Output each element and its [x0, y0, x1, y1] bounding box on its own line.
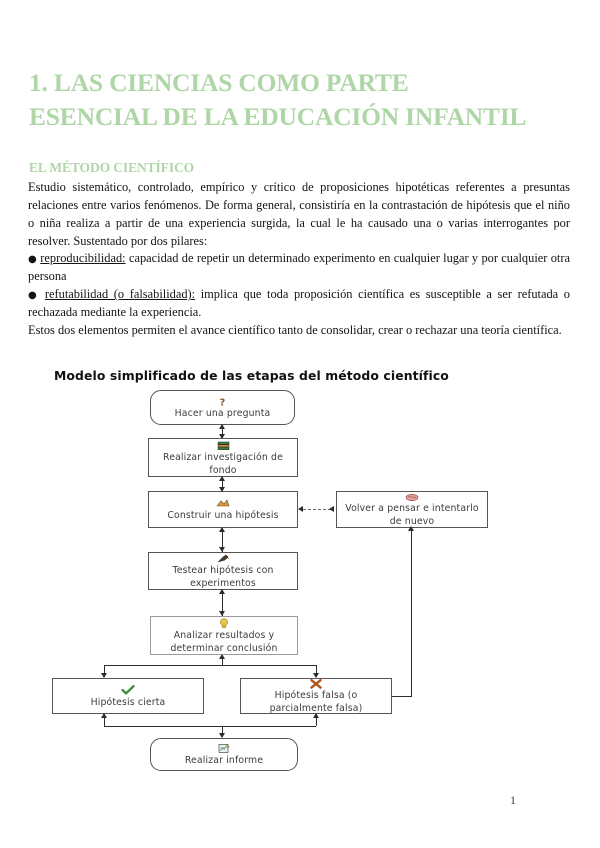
flow-node-label: Hipótesis falsa (o parcialmente falsa) — [269, 690, 363, 714]
connector-research-hypothesis — [222, 477, 223, 491]
arrow-down-report — [219, 733, 225, 738]
arrow-down-research — [219, 434, 225, 439]
connector-split-horizontal — [104, 665, 316, 666]
arrow-down-true — [101, 673, 107, 678]
connector-true-down — [104, 714, 105, 726]
flow-node-label: Hipótesis cierta — [90, 696, 166, 708]
arrow-up-analyze — [219, 654, 225, 659]
figure-title: Modelo simplificado de las etapas del mé… — [54, 368, 449, 383]
flow-node-label: Analizar resultados y determinar conclus… — [170, 630, 278, 654]
arrow-up-hypothesis — [219, 527, 225, 532]
connector-merge-horizontal — [104, 726, 316, 727]
flow-node-label: Testear hipótesis con experimentos — [172, 565, 274, 589]
connector-rethink-hypothesis — [303, 509, 331, 510]
connector-false-down — [316, 714, 317, 726]
arrow-up-false — [313, 713, 319, 718]
connector-to-false — [316, 665, 317, 677]
connector-false-loop-h — [392, 696, 411, 697]
books-icon — [217, 440, 230, 451]
connector-merge-to-report — [222, 726, 223, 737]
connector-hypothesis-test — [222, 528, 223, 552]
bullet-refutabilidad: ● refutabilidad (o falsabilidad): implic… — [28, 286, 570, 322]
flow-node-label: Realizar investigación de fondo — [163, 452, 283, 476]
page-title-line-2: ESENCIAL DE LA EDUCACIÓN INFANTIL — [29, 101, 527, 131]
bullet-marker-icon: ● — [28, 254, 37, 266]
arrow-down-test — [219, 547, 225, 552]
bullet-text-refutabilidad: implica que toda proposición científica … — [28, 287, 570, 320]
connector-test-analyze — [222, 590, 223, 616]
arrow-down-hypothesis — [219, 487, 225, 492]
flow-node-hacer-una-pregunta: ? Hacer una pregunta — [150, 390, 295, 425]
arrow-up-rethink — [408, 526, 414, 531]
connector-to-true — [104, 665, 105, 677]
paragraph-conclusion: Estos dos elementos permiten el avance c… — [28, 322, 562, 337]
flow-node-construir-hipotesis: Construir una hipótesis — [148, 491, 298, 528]
bullet-text-reproducibilidad: capacidad de repetir un determinado expe… — [28, 251, 570, 284]
report-document-icon — [218, 743, 231, 754]
experiment-icon — [216, 554, 230, 564]
flowchart: ? Hacer una pregunta Realizar inve — [28, 388, 572, 771]
paragraph-definition: Estudio sistemático, controlado, empíric… — [28, 180, 570, 248]
question-mark-icon: ? — [217, 396, 228, 408]
flow-node-realizar-investigacion: Realizar investigación de fondo — [148, 438, 298, 477]
arrow-up-true — [101, 713, 107, 718]
page-title: 1. LAS CIENCIAS COMO PARTE ESENCIAL DE L… — [29, 66, 549, 133]
flow-node-label: Realizar informe — [184, 755, 264, 767]
connector-false-loop-v — [411, 530, 412, 697]
flow-node-label: Construir una hipótesis — [167, 510, 279, 522]
bullet-reproducibilidad: ● reproducibilidad: capacidad de repetir… — [28, 250, 570, 286]
arrow-down-analyze — [219, 611, 225, 616]
hypothesis-icon — [216, 498, 230, 509]
scientific-method-figure: Modelo simplificado de las etapas del mé… — [28, 360, 572, 771]
arrow-down-false — [313, 673, 319, 678]
body-text: Estudio sistemático, controlado, empíric… — [28, 179, 570, 340]
flow-node-volver-a-pensar: Volver a pensar e intentarlo de nuevo — [336, 491, 488, 528]
bullet-term-suffix: : — [122, 251, 126, 266]
cross-mark-icon — [310, 679, 322, 690]
flow-node-analizar-resultados: Analizar resultados y determinar conclus… — [150, 616, 298, 655]
flow-node-realizar-informe: Realizar informe — [150, 738, 298, 771]
arrow-up-ask — [219, 424, 225, 429]
flow-node-hipotesis-cierta: Hipótesis cierta — [52, 678, 204, 714]
flow-node-label: Volver a pensar e intentarlo de nuevo — [345, 503, 479, 527]
svg-text:?: ? — [220, 398, 226, 408]
arrow-up-research — [219, 476, 225, 481]
page-number: 1 — [510, 793, 516, 807]
arrow-left-rethink — [329, 506, 334, 512]
bullet-term-reproducibilidad: reproducibilidad — [40, 251, 123, 266]
arrow-up-test — [219, 589, 225, 594]
section-title: EL MÉTODO CIENTÍFICO — [29, 160, 195, 175]
flow-node-testear-hipotesis: Testear hipótesis con experimentos — [148, 552, 298, 590]
lightbulb-icon — [219, 618, 229, 629]
connector-ask-research — [222, 425, 223, 438]
check-mark-icon — [121, 684, 135, 696]
connector-analyze-split — [222, 655, 223, 666]
arrow-left-hypothesis — [298, 506, 303, 512]
bullet-marker-icon: ● — [28, 290, 40, 302]
brain-icon — [405, 493, 419, 502]
bullet-term-refutabilidad: refutabilidad (o falsabilidad): — [44, 287, 196, 302]
flow-node-label: Hacer una pregunta — [174, 408, 271, 420]
flow-node-hipotesis-falsa: Hipótesis falsa (o parcialmente falsa) — [240, 678, 392, 714]
page-title-line-1: 1. LAS CIENCIAS COMO PARTE — [29, 68, 409, 97]
